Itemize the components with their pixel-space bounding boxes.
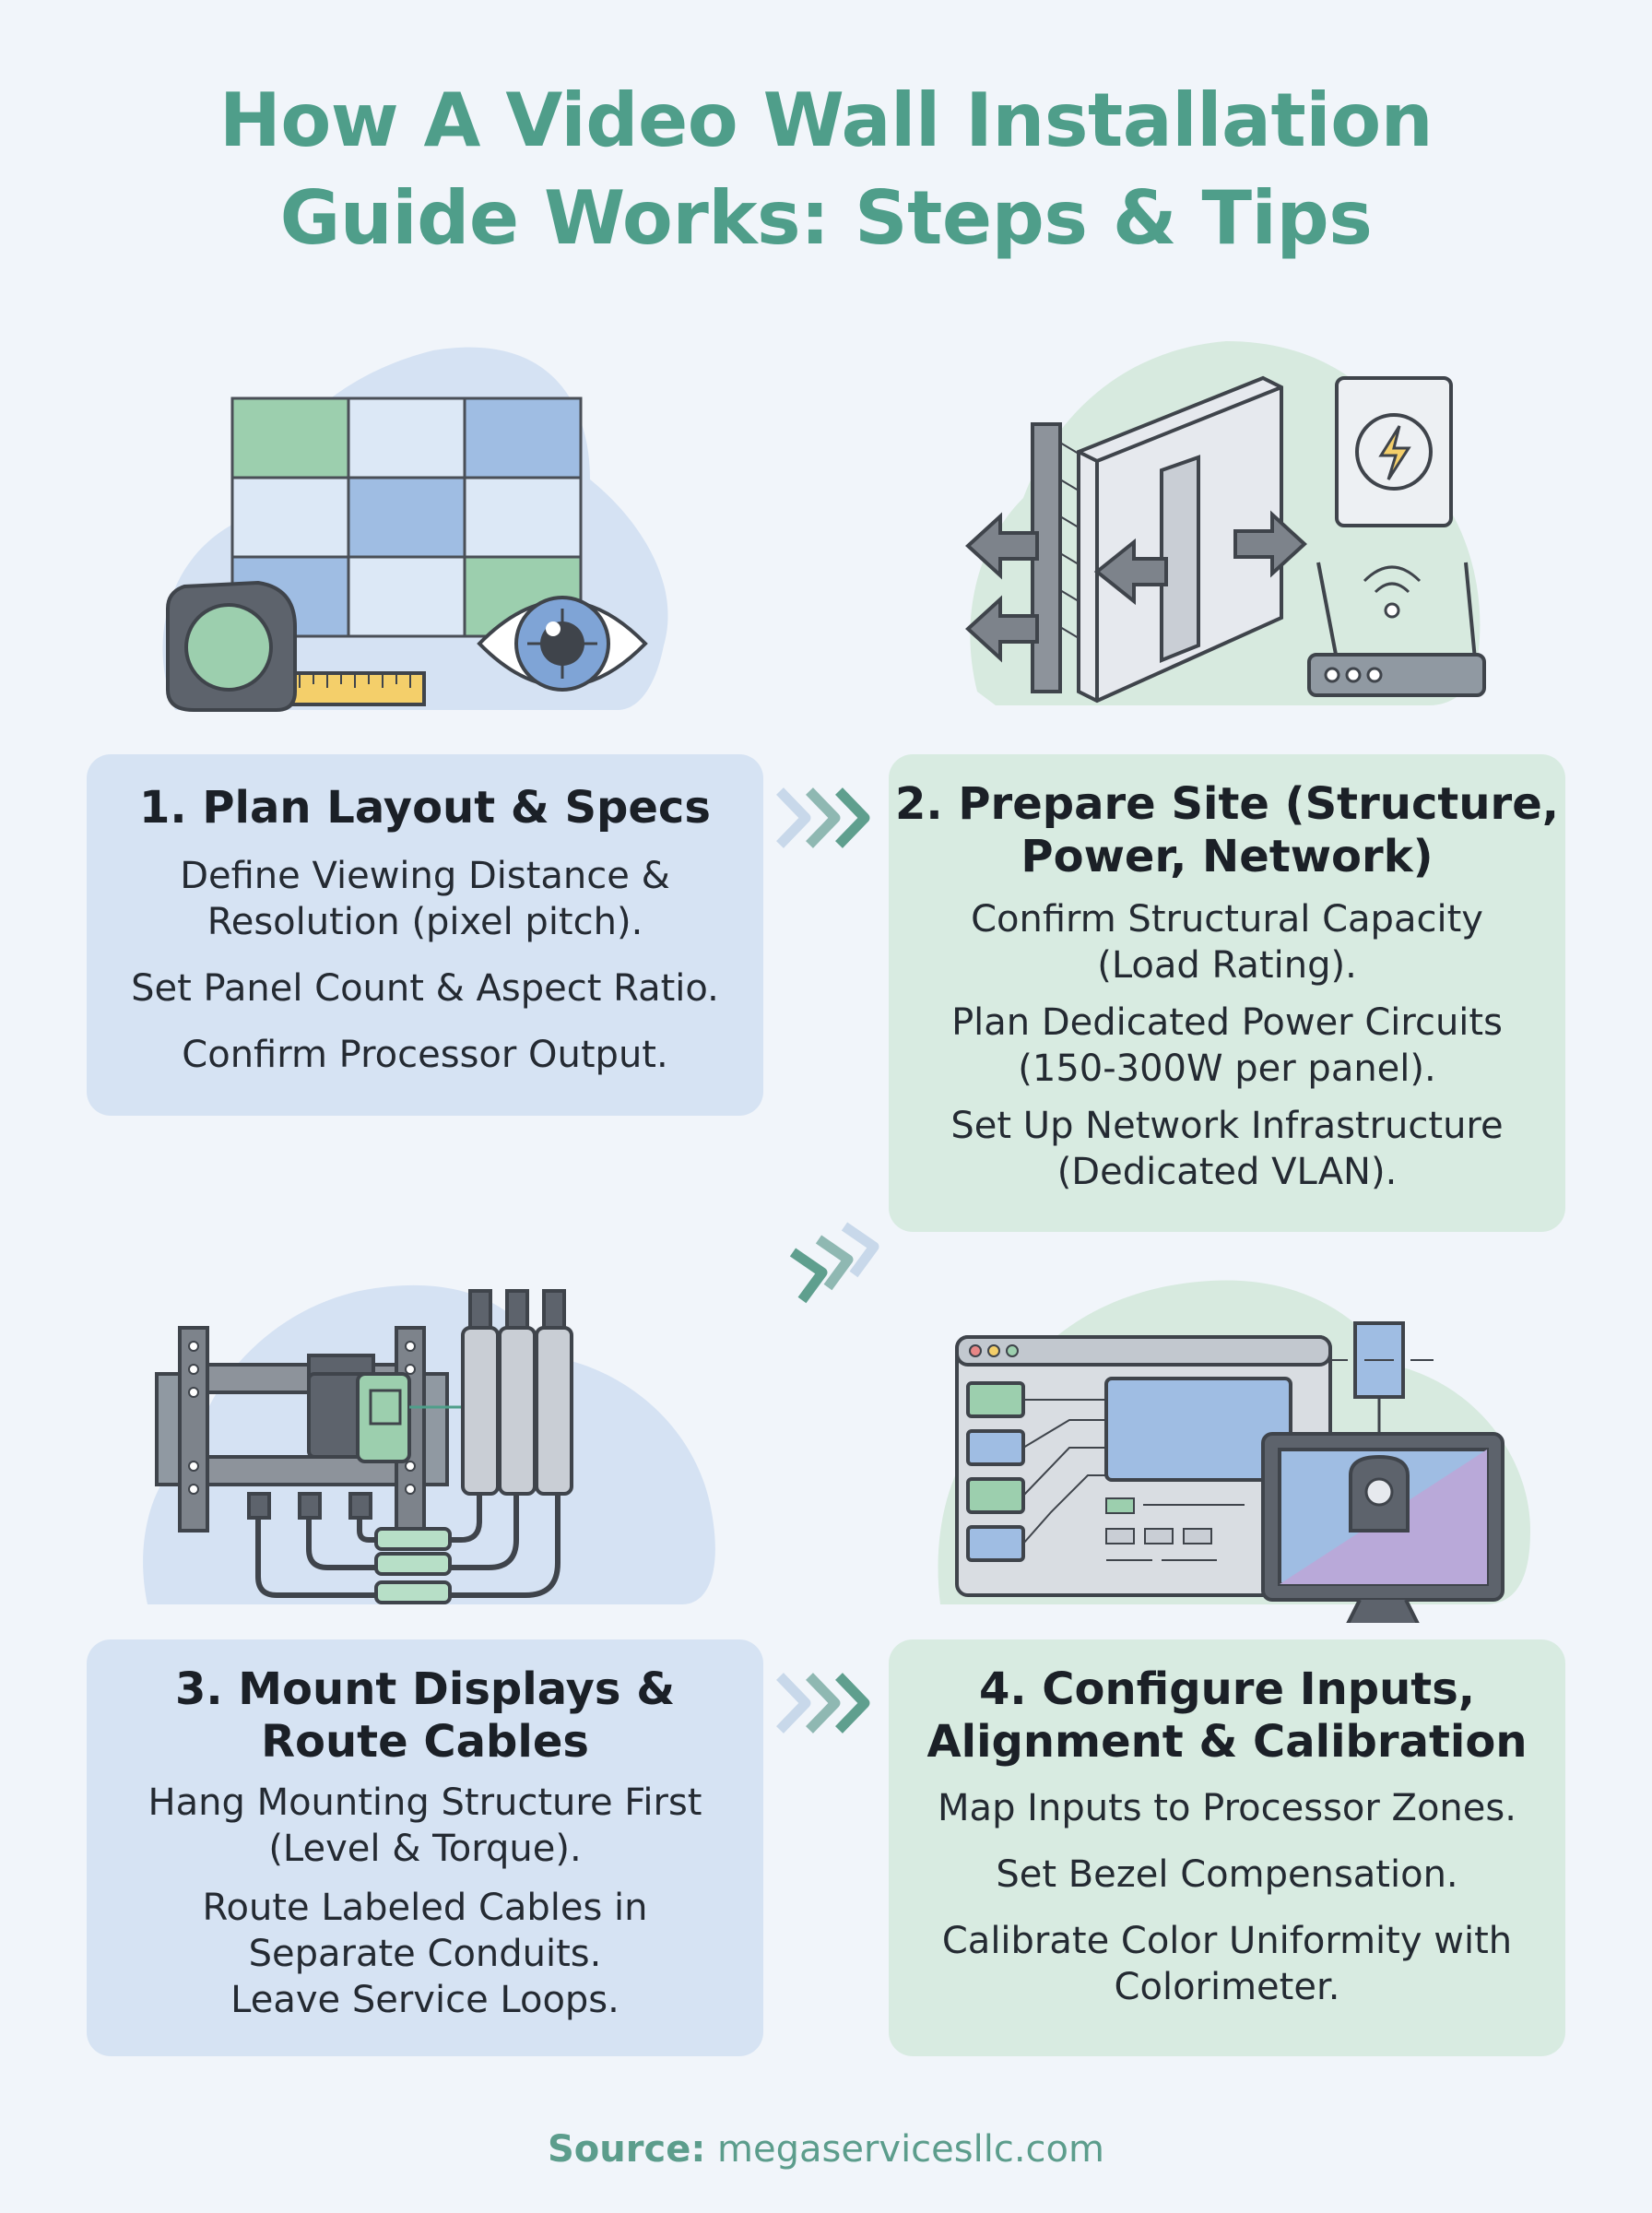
prepare-site-illustration (965, 341, 1486, 705)
monitor-calibration-icon (1261, 1321, 1504, 1623)
step-item: Set Bezel Compensation. (889, 1852, 1565, 1898)
source-credit: Source: megaservicesllc.com (0, 2128, 1652, 2171)
configure-illustration (938, 1280, 1530, 1623)
step-item-line: Map Inputs to Processor Zones. (938, 1787, 1516, 1829)
step-item: Confirm Structural Capacity (Load Rating… (889, 896, 1565, 988)
source-link[interactable]: megaservicesllc.com (705, 2128, 1104, 2171)
mount-rack-icon (155, 1326, 537, 1533)
processor-software-icon (955, 1335, 1332, 1597)
step-heading-line: 1. Plan Layout & Specs (139, 782, 711, 834)
source-label: Source: (547, 2128, 706, 2171)
step-item-line: Confirm Structural Capacity (971, 898, 1483, 941)
router-icon (1307, 562, 1486, 697)
step-item-line: (150-300W per panel). (1018, 1047, 1436, 1090)
step-item: Define Viewing Distance & Resolution (pi… (87, 853, 763, 945)
chevron-right-icon (776, 787, 870, 848)
step-item-line: (Level & Torque). (268, 1828, 582, 1870)
step-heading-line: 2. Prepare Site (Structure, (895, 778, 1559, 830)
page-title: How A Video Wall Installation Guide Work… (0, 72, 1652, 267)
step-card-mount-displays: 3. Mount Displays & Route Cables Hang Mo… (87, 1639, 763, 2056)
step-item: Map Inputs to Processor Zones. (889, 1785, 1565, 1831)
step-card-prepare-site: 2. Prepare Site (Structure, Power, Netwo… (889, 754, 1565, 1232)
step-heading: 2. Prepare Site (Structure, Power, Netwo… (889, 778, 1565, 883)
step-item: Plan Dedicated Power Circuits (150-300W … (889, 1000, 1565, 1092)
step-item-line: Hang Mounting Structure First (148, 1781, 702, 1824)
step-heading: 3. Mount Displays & Route Cables (87, 1663, 763, 1769)
step-item-line: Resolution (pixel pitch). (206, 901, 643, 943)
step-item-line: Set Up Network Infrastructure (950, 1105, 1504, 1147)
step-heading-line: Alignment & Calibration (926, 1716, 1528, 1768)
mount-cables-illustration (143, 1284, 715, 1604)
step-item-line: Set Bezel Compensation. (996, 1853, 1458, 1896)
step-item-line: Define Viewing Distance & (180, 855, 670, 897)
tape-measure-icon (166, 580, 426, 712)
panel-grid-icon (230, 396, 583, 638)
step-item: Hang Mounting Structure First (Level & T… (87, 1780, 763, 1872)
step-item-line: Leave Service Loops. (230, 1979, 620, 2021)
eye-icon (477, 596, 648, 692)
step-heading: 1. Plan Layout & Specs (87, 782, 763, 834)
chevron-right-icon (776, 1673, 870, 1734)
step-item-line: Colorimeter. (1114, 1966, 1340, 2008)
step-item: Set Up Network Infrastructure (Dedicated… (889, 1103, 1565, 1195)
step-item-line: Plan Dedicated Power Circuits (951, 1001, 1503, 1044)
step-item: Set Panel Count & Aspect Ratio. (87, 965, 763, 1012)
title-line-1: How A Video Wall Installation (218, 77, 1434, 163)
step-item-line: (Dedicated VLAN). (1056, 1151, 1398, 1193)
step-item-line: Set Panel Count & Aspect Ratio. (131, 967, 719, 1010)
step-card-configure-inputs: 4. Configure Inputs, Alignment & Calibra… (889, 1639, 1565, 2056)
step-heading: 4. Configure Inputs, Alignment & Calibra… (889, 1663, 1565, 1769)
plan-layout-illustration (162, 347, 668, 712)
wall-structure-icon (965, 375, 1307, 704)
step-item-line: Route Labeled Cables in (202, 1887, 648, 1929)
step-item-line: Confirm Processor Output. (182, 1034, 668, 1076)
step-item: Route Labeled Cables in Separate Conduit… (87, 1885, 763, 2023)
step-heading-line: 4. Configure Inputs, (978, 1663, 1476, 1715)
step-item-line: (Load Rating). (1097, 944, 1357, 987)
cable-connectors-icon (247, 1289, 573, 1604)
step-heading-line: Power, Network) (1021, 831, 1434, 882)
title-line-2: Guide Works: Steps & Tips (279, 175, 1373, 261)
power-outlet-icon (1335, 376, 1453, 527)
step-item-line: Separate Conduits. (248, 1933, 602, 1975)
chevron-left-icon (789, 1222, 879, 1304)
step-card-plan-layout: 1. Plan Layout & Specs Define Viewing Di… (87, 754, 763, 1116)
step-heading-line: 3. Mount Displays & (174, 1663, 676, 1715)
step-item: Confirm Processor Output. (87, 1032, 763, 1078)
step-item-line: Calibrate Color Uniformity with (941, 1920, 1513, 1962)
step-item: Calibrate Color Uniformity with Colorime… (889, 1918, 1565, 2010)
step-heading-line: Route Cables (261, 1716, 589, 1768)
